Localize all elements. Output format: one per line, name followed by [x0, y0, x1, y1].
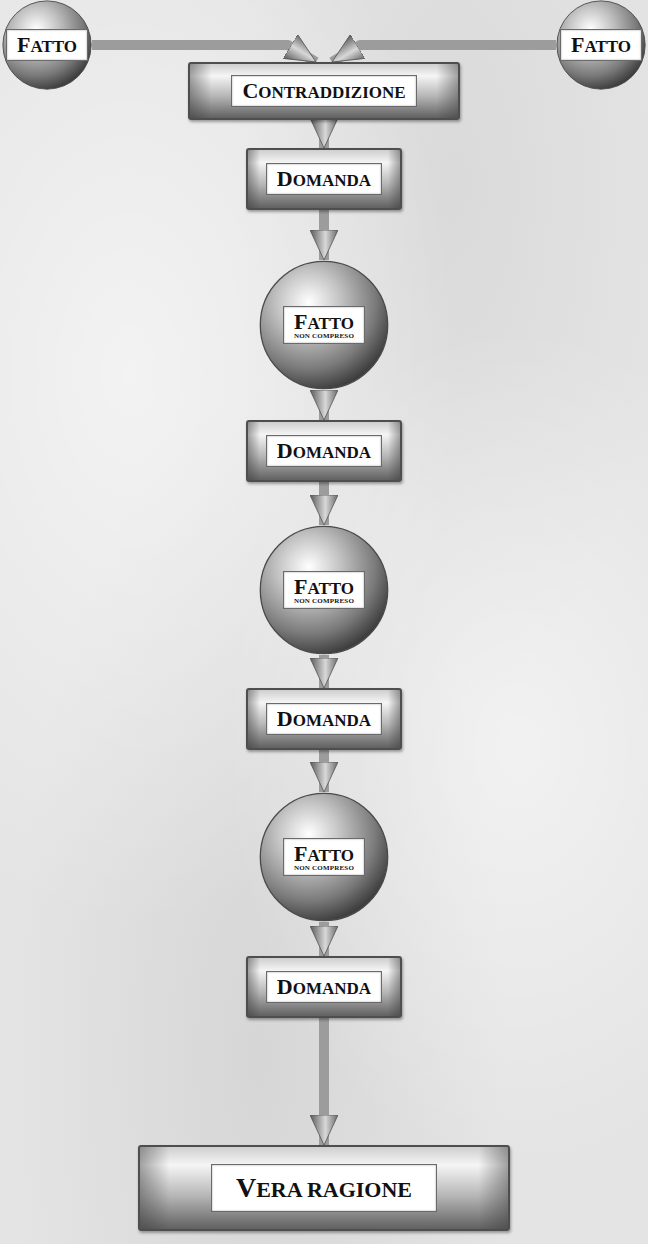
label-plate: FATTONON COMPRESO — [283, 838, 365, 876]
flow-arrow — [319, 655, 329, 688]
label-plate: FATTONON COMPRESO — [283, 571, 365, 609]
fact-sphere: FATTO — [2, 0, 92, 90]
node-title: DOMANDA — [277, 167, 371, 190]
label-plate: VERA RAGIONE — [211, 1164, 437, 1211]
node-title: CONTRADDIZIONE — [242, 79, 405, 102]
flow-arrow — [319, 390, 329, 420]
node-title: FATTO — [294, 310, 354, 333]
flow-arrow — [332, 45, 556, 62]
flow-arrow — [319, 1018, 329, 1145]
flow-arrow — [319, 482, 329, 525]
label-plate: FATTONON COMPRESO — [283, 306, 365, 344]
node-subtitle: NON COMPRESO — [294, 598, 354, 605]
fact-sphere: FATTONON COMPRESO — [259, 525, 389, 655]
process-box: DOMANDA — [246, 688, 402, 750]
node-title: VERA RAGIONE — [236, 1173, 412, 1202]
node-title: DOMANDA — [277, 439, 371, 462]
fact-sphere: FATTONON COMPRESO — [259, 792, 389, 922]
result-box: VERA RAGIONE — [138, 1145, 510, 1231]
flow-arrow — [319, 922, 329, 956]
label-plate: DOMANDA — [266, 971, 382, 1002]
node-subtitle: NON COMPRESO — [294, 333, 354, 340]
connector-group — [92, 45, 556, 1145]
fact-sphere: FATTONON COMPRESO — [259, 260, 389, 390]
label-plate: DOMANDA — [266, 703, 382, 734]
label-plate: DOMANDA — [266, 435, 382, 466]
process-box: DOMANDA — [246, 956, 402, 1018]
fact-sphere: FATTO — [556, 0, 646, 90]
node-title: FATTO — [294, 575, 354, 598]
node-title: FATTO — [571, 33, 631, 56]
flow-arrow — [92, 45, 316, 62]
label-plate: FATTO — [6, 29, 88, 60]
flow-arrow — [319, 120, 329, 148]
label-plate: FATTO — [560, 29, 642, 60]
flow-arrow — [319, 210, 329, 260]
node-title: DOMANDA — [277, 975, 371, 998]
node-subtitle: NON COMPRESO — [294, 865, 354, 872]
node-title: FATTO — [294, 842, 354, 865]
label-plate: DOMANDA — [266, 163, 382, 194]
node-title: DOMANDA — [277, 707, 371, 730]
process-box: CONTRADDIZIONE — [188, 62, 460, 120]
label-plate: CONTRADDIZIONE — [231, 75, 416, 106]
node-title: FATTO — [17, 33, 77, 56]
process-box: DOMANDA — [246, 148, 402, 210]
process-box: DOMANDA — [246, 420, 402, 482]
flow-arrow — [319, 750, 329, 792]
